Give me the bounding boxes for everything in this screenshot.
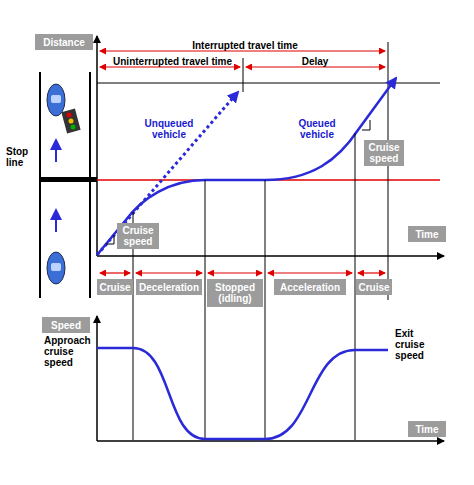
y-axis bbox=[96, 36, 98, 256]
annotation-label: Delay bbox=[280, 56, 350, 67]
x-axis bbox=[97, 255, 444, 257]
annotation-label: Queued vehicle bbox=[292, 118, 342, 140]
phase-arrow bbox=[136, 272, 202, 273]
direction-arrow bbox=[55, 210, 57, 232]
unqueued-trajectory bbox=[97, 92, 238, 255]
time-marker bbox=[243, 58, 244, 92]
phase-box: Cruise bbox=[97, 279, 133, 295]
phase-arrow bbox=[100, 272, 130, 273]
box-text: Cruise bbox=[99, 282, 130, 293]
phase-box: Cruise speed bbox=[117, 223, 159, 249]
box-text: Time bbox=[415, 424, 438, 435]
box-text: Acceleration bbox=[280, 282, 340, 293]
box-text: Cruise bbox=[358, 282, 389, 293]
phase-divider bbox=[265, 180, 266, 440]
phase-arrow bbox=[358, 272, 385, 273]
x-axis bbox=[97, 440, 444, 442]
phase-box: Time bbox=[408, 421, 446, 437]
box-text: Speed bbox=[51, 320, 81, 331]
box-text: Deceleration bbox=[139, 282, 199, 293]
phase-box: Acceleration bbox=[274, 279, 346, 295]
phase-box: Deceleration bbox=[136, 279, 202, 295]
box-text: Cruise speed bbox=[119, 225, 157, 247]
box-text: Time bbox=[415, 229, 438, 240]
car-symbol bbox=[47, 84, 65, 116]
phase-box: Stopped (idling) bbox=[207, 279, 263, 307]
phase-box: Time bbox=[408, 226, 446, 242]
traffic-light bbox=[61, 109, 80, 134]
road-edge bbox=[39, 72, 41, 298]
phase-box: Cruise bbox=[356, 279, 392, 295]
reference-line bbox=[97, 83, 440, 84]
signal-lamp bbox=[69, 119, 74, 124]
annotation-label: Stop line bbox=[6, 146, 38, 168]
signal-lamp bbox=[67, 113, 72, 118]
time-marker bbox=[388, 42, 389, 300]
speed-profile bbox=[97, 348, 388, 439]
phase-box: Cruise speed bbox=[364, 140, 404, 166]
road-edge bbox=[89, 72, 91, 298]
phase-box: Distance bbox=[35, 34, 93, 50]
box-text: Cruise speed bbox=[366, 142, 402, 164]
y-axis bbox=[96, 316, 98, 441]
direction-arrow bbox=[55, 140, 57, 162]
phase-arrow bbox=[208, 272, 262, 273]
annotation-label: Approach cruise speed bbox=[44, 335, 94, 368]
car-window bbox=[51, 95, 61, 103]
signal-lamp bbox=[71, 125, 76, 130]
annotation-label: Unqueued vehicle bbox=[140, 118, 198, 140]
annotation-label: Interrupted travel time bbox=[150, 40, 340, 51]
car-symbol bbox=[47, 252, 65, 284]
slope-mark bbox=[106, 235, 114, 244]
queued-trajectory bbox=[97, 78, 396, 255]
phase-arrow bbox=[268, 272, 352, 273]
annotation-label: Exit cruise speed bbox=[395, 328, 445, 361]
car-window bbox=[51, 263, 61, 271]
box-text: Distance bbox=[43, 37, 85, 48]
stop-line-bar bbox=[40, 177, 97, 182]
slope-mark bbox=[362, 120, 370, 130]
annotation-label: Uninterrupted travel time bbox=[105, 56, 240, 67]
box-text: Stopped (idling) bbox=[209, 282, 261, 304]
phase-divider bbox=[205, 180, 206, 440]
phase-box: Speed bbox=[42, 317, 90, 333]
